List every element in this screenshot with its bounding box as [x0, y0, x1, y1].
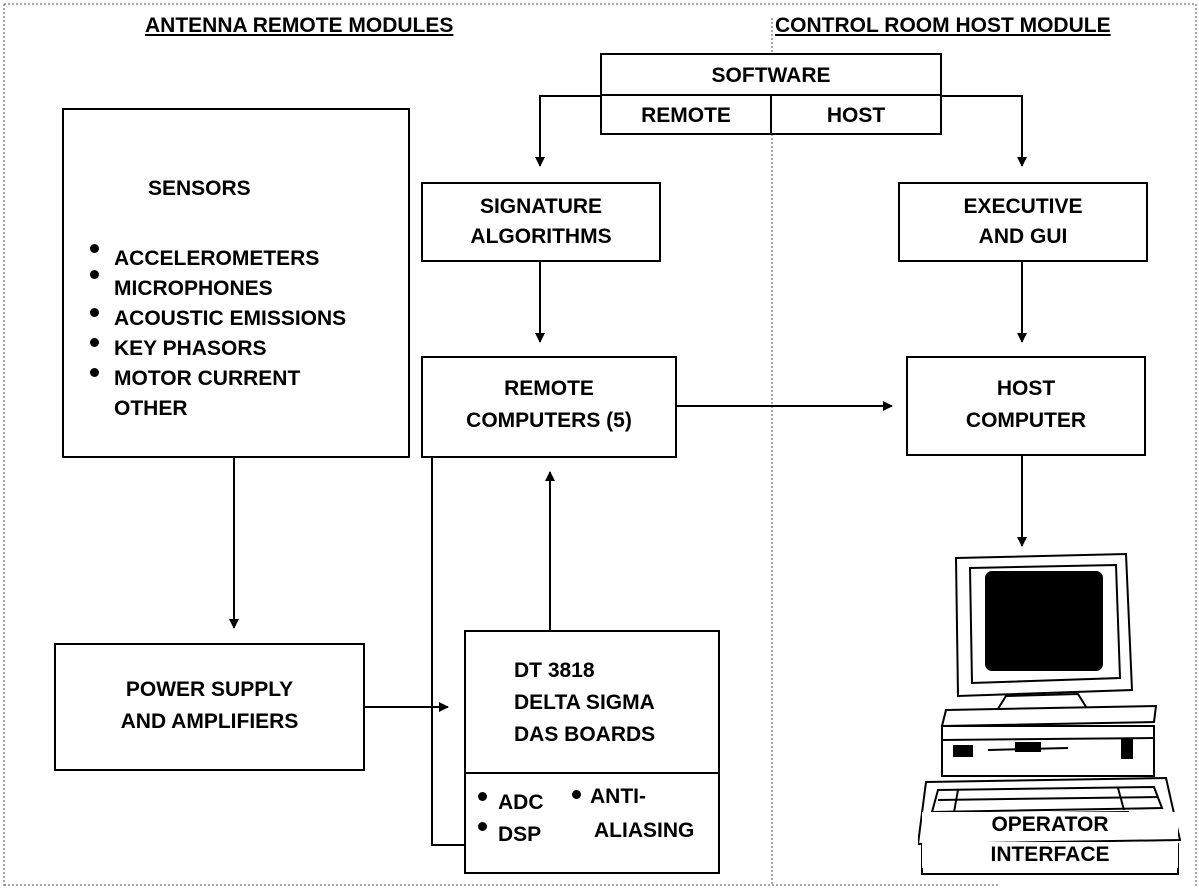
software-remote-label: REMOTE	[602, 103, 770, 129]
remote-computers-box: REMOTE COMPUTERS (5)	[421, 356, 677, 458]
host-computer-line2: COMPUTER	[908, 408, 1144, 434]
left-section-header: ANTENNA REMOTE MODULES	[145, 14, 453, 38]
remote-to-das-loop-wire	[432, 457, 466, 845]
das-boards-box: DT 3818 DELTA SIGMA DAS BOARDS ADC DSP A…	[464, 630, 720, 874]
operator-line1: OPERATOR	[922, 812, 1178, 838]
software-title: SOFTWARE	[602, 63, 940, 89]
power-supply-line2: AND AMPLIFIERS	[56, 709, 363, 735]
bullet-icon	[478, 822, 487, 831]
operator-line2: INTERFACE	[922, 842, 1178, 868]
bullet-icon	[90, 270, 99, 279]
power-supply-line1: POWER SUPPLY	[56, 677, 363, 703]
das-anti-label: ANTI-	[590, 784, 646, 810]
remote-computers-line2: COMPUTERS (5)	[423, 408, 675, 434]
software-to-executive-wire	[942, 96, 1022, 166]
sensor-item: OTHER	[114, 396, 188, 422]
das-aliasing-label: ALIASING	[594, 818, 694, 844]
bullet-icon	[478, 792, 487, 801]
host-computer-box: HOST COMPUTER	[906, 356, 1146, 456]
sensor-item: MOTOR CURRENT	[114, 366, 300, 392]
das-dsp-label: DSP	[498, 822, 541, 848]
sensors-title: SENSORS	[148, 176, 251, 202]
das-adc-label: ADC	[498, 790, 544, 816]
sensor-item: KEY PHASORS	[114, 336, 267, 362]
remote-computers-line1: REMOTE	[423, 376, 675, 402]
power-supply-box: POWER SUPPLY AND AMPLIFIERS	[54, 643, 365, 771]
signature-line2: ALGORITHMS	[423, 224, 659, 250]
signature-algorithms-box: SIGNATURE ALGORITHMS	[421, 182, 661, 262]
bullet-icon	[90, 308, 99, 317]
executive-line1: EXECUTIVE	[900, 194, 1146, 220]
sensor-item: MICROPHONES	[114, 276, 273, 302]
bullet-icon	[572, 790, 581, 799]
das-line3: DAS BOARDS	[514, 722, 655, 748]
executive-gui-box: EXECUTIVE AND GUI	[898, 182, 1148, 262]
bullet-icon	[90, 338, 99, 347]
bullet-icon	[90, 368, 99, 377]
bullet-icon	[90, 244, 99, 253]
software-host-label: HOST	[772, 103, 940, 129]
software-to-signature-wire	[540, 96, 602, 166]
sensors-box: SENSORS ACCELEROMETERS MICROPHONES ACOUS…	[62, 108, 410, 458]
sensor-item: ACOUSTIC EMISSIONS	[114, 306, 346, 332]
software-box: SOFTWARE REMOTE HOST	[600, 53, 942, 135]
signature-line1: SIGNATURE	[423, 194, 659, 220]
das-line2: DELTA SIGMA	[514, 690, 655, 716]
sensor-item: ACCELEROMETERS	[114, 246, 319, 272]
das-line1: DT 3818	[514, 658, 595, 684]
right-section-header: CONTROL ROOM HOST MODULE	[775, 14, 1111, 38]
host-computer-line1: HOST	[908, 376, 1144, 402]
executive-line2: AND GUI	[900, 224, 1146, 250]
